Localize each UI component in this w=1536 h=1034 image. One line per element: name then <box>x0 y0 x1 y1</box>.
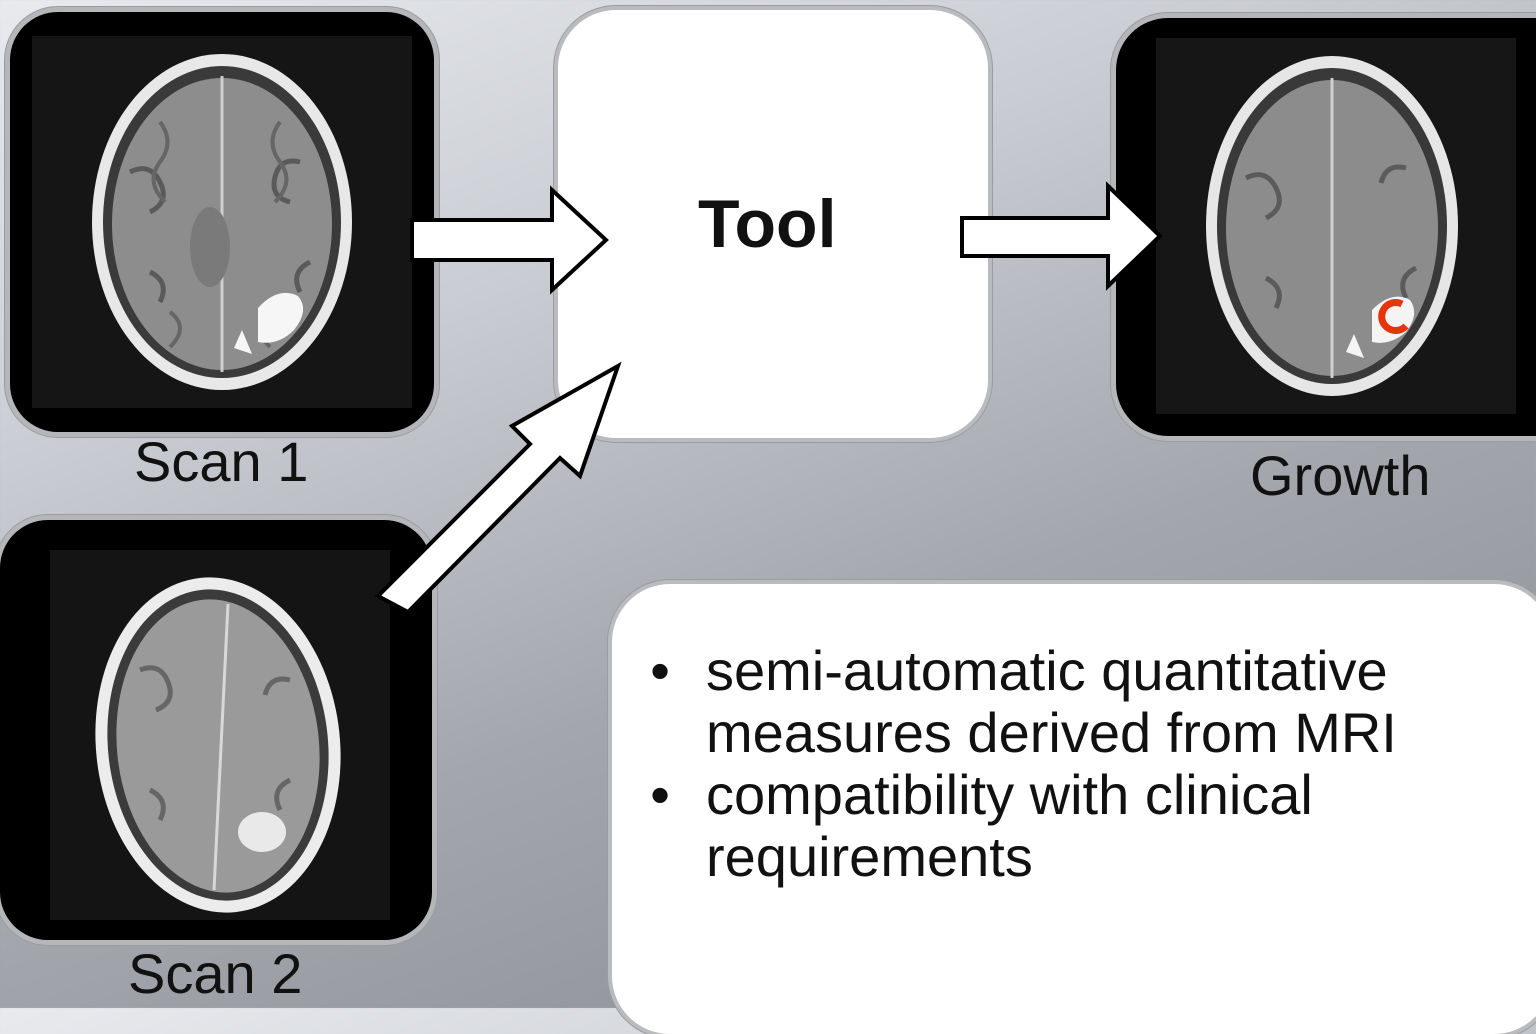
arrow-tool-to-growth <box>960 181 1163 291</box>
bullet-text: compatibility with clinical requirements <box>706 763 1313 888</box>
info-box <box>612 584 1536 1034</box>
bullet-dot: • <box>650 763 670 826</box>
bullet-text: semi-automatic quantitative measures der… <box>706 639 1397 764</box>
tool-box <box>558 10 988 438</box>
growth-marker <box>1378 299 1409 334</box>
brain-mri-growth <box>1156 38 1516 414</box>
scan-1-image <box>10 12 434 432</box>
flow-arrows <box>374 181 1163 615</box>
scan-1-label: Scan 1 <box>134 430 309 493</box>
brain-mri-scan-2 <box>50 550 390 920</box>
scan-2-image <box>0 520 432 940</box>
tool-title: Tool <box>698 186 837 262</box>
scan-2-label: Scan 2 <box>128 942 303 1005</box>
brain-mri-scan-1 <box>32 36 412 408</box>
info-bullet-2: • compatibility with clinical requirement… <box>630 764 1526 888</box>
arrow-scan2-to-tool <box>374 361 622 615</box>
growth-image <box>1116 18 1536 436</box>
bullet-dot: • <box>650 639 670 702</box>
info-bullet-1: • semi-automatic quantitative measures de… <box>630 640 1526 764</box>
arrow-scan1-to-tool <box>410 185 609 295</box>
growth-label: Growth <box>1250 444 1431 507</box>
info-bullet-list: • semi-automatic quantitative measures de… <box>630 640 1526 888</box>
